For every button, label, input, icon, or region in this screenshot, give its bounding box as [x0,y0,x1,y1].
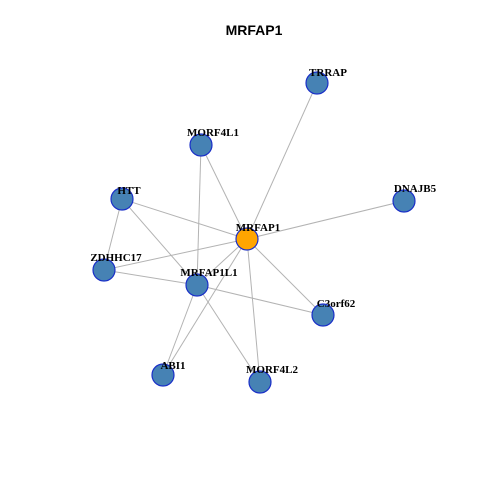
node-label: DNAJB5 [394,183,437,195]
node-label: C3orf62 [317,298,356,310]
node-label: ABI1 [160,360,185,372]
node-circle [185,273,209,297]
edge-mrfap1-trrap [246,82,318,240]
edge-mrfap1l1-c3orf62 [196,284,324,316]
node-label: MRFAP1 [236,222,280,234]
edge-mrfap1l1-abi1 [162,284,198,376]
node-label: TRRAP [309,67,347,79]
edge-mrfap1-dnajb5 [246,200,405,240]
edge-zdhhc17-mrfap1l1 [103,269,198,286]
node-zdhhc17[interactable]: ZDHHC17 [90,252,142,282]
node-mrfap1[interactable]: MRFAP1 [235,222,280,251]
node-circle [235,227,259,251]
edge-mrfap1-abi1 [162,238,248,376]
graph-title: MRFAP1 [226,22,283,38]
node-trrap[interactable]: TRRAP [305,67,347,95]
node-morf4l2[interactable]: MORF4L2 [246,364,298,394]
node-circle [189,133,213,157]
node-abi1[interactable]: ABI1 [151,360,186,387]
node-label: HTT [117,185,141,197]
node-label: ZDHHC17 [90,252,142,264]
edge-mrfap1-morf4l2 [246,238,261,383]
edge-mrfap1-zdhhc17 [103,238,248,271]
edge-mrfap1-htt [121,198,248,240]
node-label: MRFAP1L1 [180,267,237,279]
edge-htt-zdhhc17 [103,198,123,271]
node-circle [248,370,272,394]
node-label: MORF4L2 [246,364,298,376]
node-circle [151,363,175,387]
node-dnajb5[interactable]: DNAJB5 [392,183,437,213]
node-circle [305,71,329,95]
node-circle [311,303,335,327]
node-label: MORF4L1 [187,127,239,139]
node-morf4l1[interactable]: MORF4L1 [187,127,239,157]
edge-mrfap1l1-morf4l2 [196,284,261,383]
node-circle [110,187,134,211]
node-c3orf62[interactable]: C3orf62 [311,298,356,327]
edge-mrfap1-morf4l1 [200,144,248,240]
edge-morf4l1-mrfap1l1 [196,144,202,286]
node-circle [92,258,116,282]
node-htt[interactable]: HTT [110,185,141,211]
edge-htt-mrfap1l1 [121,198,198,286]
node-mrfap1l1[interactable]: MRFAP1L1 [180,267,238,297]
node-circle [392,189,416,213]
edge-mrfap1-c3orf62 [246,238,324,316]
